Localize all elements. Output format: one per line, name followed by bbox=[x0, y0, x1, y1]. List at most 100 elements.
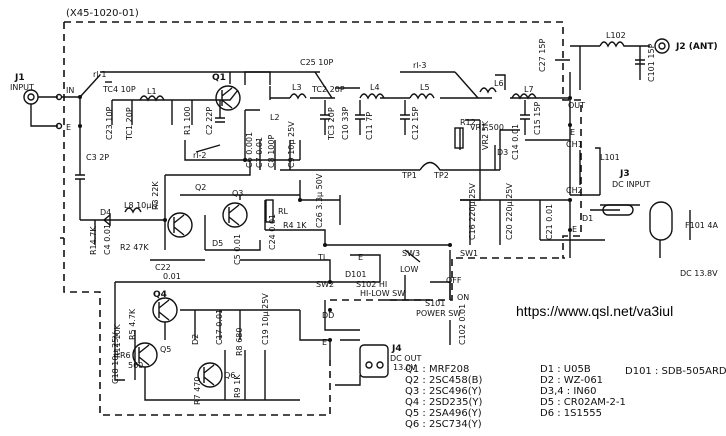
c22-label: C22 bbox=[155, 263, 171, 272]
vertical-part-labels: C23 10P TC1 20P R1 100 C2 22P C6 0.001 C… bbox=[89, 39, 656, 405]
r3-label: R3 22K bbox=[151, 181, 160, 210]
transistor-list-item: Q1 : MRF208 bbox=[405, 364, 469, 375]
transistor-list-item: Q6 : 2SC734(Y) bbox=[405, 419, 482, 430]
j1-sub-label: INPUT bbox=[10, 83, 34, 92]
c101-label: C101 15P bbox=[647, 43, 656, 82]
vr1-label: VR1 500 bbox=[470, 123, 504, 132]
d5-label: D5 bbox=[212, 239, 223, 248]
c27-label: C27 15P bbox=[538, 39, 547, 72]
q5-label: Q5 bbox=[160, 345, 171, 354]
r8-label: R8 680 bbox=[235, 328, 244, 356]
c6-label: C6 0.001 bbox=[245, 132, 254, 168]
s101-sub-label: POWER SW bbox=[416, 309, 461, 318]
q2-label: Q2 bbox=[195, 183, 206, 192]
c10-label: C10 33P bbox=[341, 107, 350, 140]
c18-label: C18 10µ 25V bbox=[111, 332, 120, 384]
s102-label: S102 HI bbox=[356, 280, 387, 289]
j4-voltage: 13.0V bbox=[393, 363, 417, 372]
out-label: OUT bbox=[568, 101, 585, 110]
ch1-label: CH1 bbox=[566, 140, 583, 149]
c15-label: C15 15P bbox=[533, 102, 542, 135]
c9-label: C9 10µ 25V bbox=[287, 121, 296, 168]
c21-label: C21 0.01 bbox=[545, 204, 554, 240]
c24-label: C24 0.01 bbox=[268, 214, 277, 250]
detector-network bbox=[280, 98, 691, 258]
c12-label: C12 15P bbox=[411, 107, 420, 140]
c8-label: C8 100P bbox=[267, 135, 276, 168]
diode-list-item: D2 : WZ-061 bbox=[540, 375, 603, 386]
sw2-label: SW2 bbox=[316, 280, 334, 289]
r1-label: R1 100 bbox=[183, 107, 192, 135]
l102-label: L102 bbox=[606, 31, 626, 40]
transistor-list-item: Q5 : 2SA496(Y) bbox=[405, 408, 482, 419]
d2-label: D2 bbox=[191, 334, 200, 345]
e-label-in: E bbox=[66, 123, 71, 132]
c5-label: C5 0.01 bbox=[233, 234, 242, 265]
s101-label: S101 bbox=[425, 299, 445, 308]
l7-label: L7 bbox=[524, 85, 534, 94]
junction-dots bbox=[78, 95, 572, 342]
on-label: ON bbox=[457, 293, 469, 302]
vr2-label: VR2 5K bbox=[481, 120, 490, 150]
tc3-label: TC3 20P bbox=[327, 107, 336, 141]
transistor-list-item: Q4 : 2SD235(Y) bbox=[405, 397, 482, 408]
c23-label: C23 10P bbox=[105, 107, 114, 140]
diode-list-item: D5 : CR02AM-2-1 bbox=[540, 397, 626, 408]
tp1-label: TP1 bbox=[401, 171, 417, 180]
c11-label: C11 7P bbox=[365, 112, 374, 140]
j4-label: J4 bbox=[391, 344, 402, 354]
rl3-label: rl-3 bbox=[413, 61, 427, 70]
r6-value: 560 bbox=[128, 361, 143, 370]
regulator-section bbox=[114, 249, 451, 401]
r11-label: R11 10K bbox=[113, 324, 122, 358]
diode-list-item: D6 : 1S1555 bbox=[540, 408, 602, 419]
c22-value: 0.01 bbox=[163, 272, 181, 281]
s102-sub-label: HI-LOW SW bbox=[360, 289, 405, 298]
d101-note: D101 : SDB-505ARD bbox=[625, 366, 726, 377]
r5-label: R5 4.7K bbox=[128, 308, 137, 340]
diode-list-item: D1 : U05B bbox=[540, 364, 591, 375]
j3-label: J3 bbox=[619, 169, 630, 179]
c17-label: C17 0.01 bbox=[215, 309, 224, 345]
r2-label: R2 47K bbox=[120, 243, 149, 252]
j4-sub-label: DC OUT bbox=[390, 354, 421, 363]
rl-coil-label: RL bbox=[278, 207, 289, 216]
d1-label: D1 bbox=[582, 214, 593, 223]
q4-label: Q4 bbox=[153, 290, 167, 300]
tl-label: TL bbox=[317, 253, 328, 262]
r4-label: R4 1K bbox=[283, 221, 307, 230]
e-label-j4: E bbox=[322, 338, 327, 347]
l4-label: L4 bbox=[370, 83, 380, 92]
l8-label: L8 10µH bbox=[124, 201, 157, 210]
c102-label: C102 0.01 bbox=[458, 304, 467, 345]
d3-label: D3 bbox=[497, 148, 508, 157]
tc1-label: TC1 20P bbox=[125, 107, 134, 141]
d101-label: D101 bbox=[345, 270, 366, 279]
dd-label: DD bbox=[322, 311, 334, 320]
c4-label: C4 0.01 bbox=[103, 224, 112, 255]
c7-label: C7 0.01 bbox=[255, 137, 264, 168]
diode-list: D1 : U05B D2 : WZ-061 D3,4 : IN60 D5 : C… bbox=[540, 364, 626, 419]
sw3-label: SW3 bbox=[402, 249, 420, 258]
diode-list-item: D3,4 : IN60 bbox=[540, 386, 596, 397]
e-label-out: E bbox=[570, 128, 575, 137]
low-label: LOW bbox=[400, 265, 418, 274]
r12-label: R12 bbox=[460, 118, 476, 127]
transistor-list: Q1 : MRF208 Q2 : 2SC458(B) Q3 : 2SC496(Y… bbox=[405, 364, 483, 430]
in-label: IN bbox=[66, 86, 74, 95]
rl1-label: rl-1 bbox=[93, 70, 107, 79]
r14-label: R14.7K bbox=[89, 226, 98, 255]
l1-label: L1 bbox=[147, 87, 157, 96]
c25-label: C25 10P bbox=[300, 58, 333, 67]
transistor-list-item: Q2 : 2SC458(B) bbox=[405, 375, 483, 386]
bias-network bbox=[75, 140, 450, 261]
e-label-ch: E bbox=[572, 225, 577, 234]
d4-label: D4 bbox=[100, 208, 111, 217]
rl2-label: rl-2 bbox=[193, 151, 207, 160]
q6-label: Q6 bbox=[224, 371, 235, 380]
r7-label: R7 470 bbox=[193, 377, 202, 405]
c3-label: C3 2P bbox=[86, 153, 109, 162]
c26-label: C26 3.3µ 50V bbox=[315, 173, 324, 228]
